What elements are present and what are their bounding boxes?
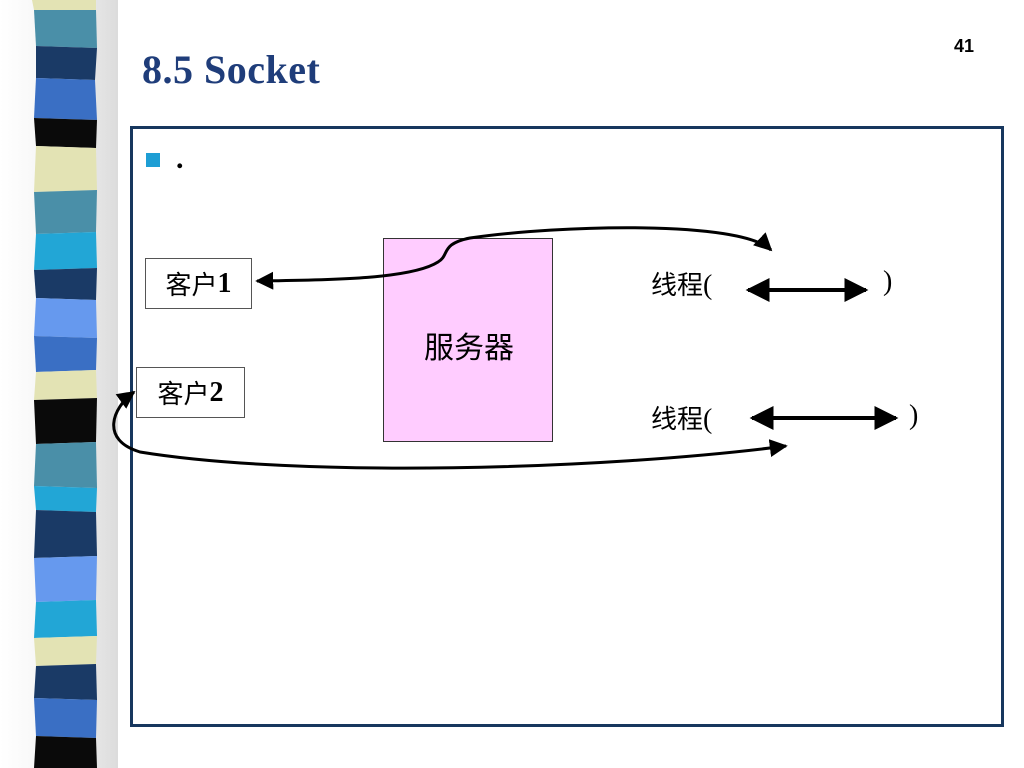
- client-1-number: 1: [217, 267, 232, 299]
- thread-2-close-paren: ): [909, 400, 919, 431]
- decorative-side-bar: [0, 0, 118, 768]
- bullet-text: .: [176, 142, 184, 175]
- server-label: 服务器: [424, 331, 514, 366]
- slide-number: 41: [954, 36, 975, 56]
- slide-title: 8.5 Socket: [142, 47, 321, 92]
- striped-strip-decoration: [32, 0, 97, 768]
- bullet-square-icon: [146, 153, 160, 167]
- client-2-connection-arrow: [112, 390, 788, 470]
- thread-1-close-paren: ): [883, 266, 893, 297]
- client-1-connection-arrow: [255, 226, 773, 290]
- client-1-label: 客户: [165, 271, 218, 301]
